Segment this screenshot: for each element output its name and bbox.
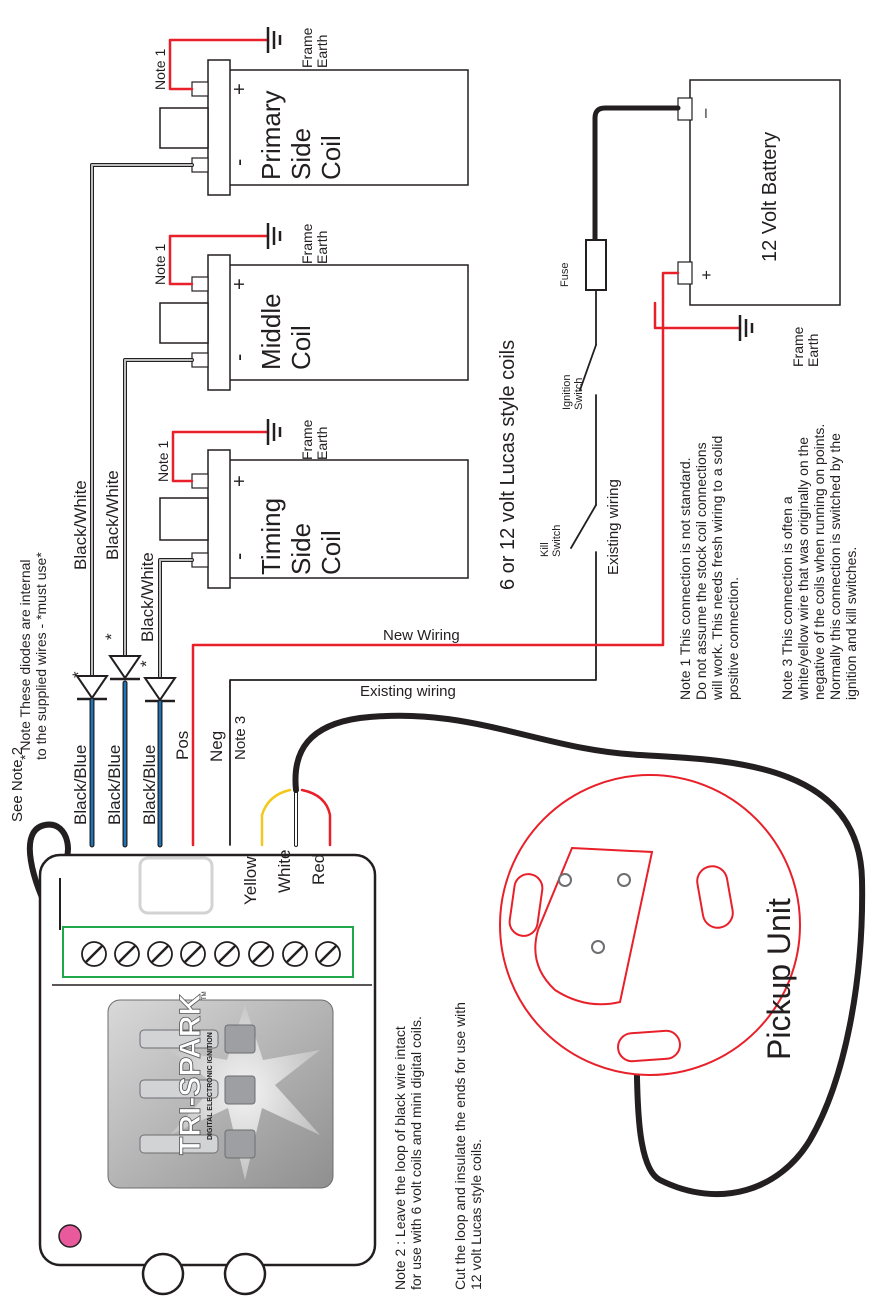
note1-text: Note 1 This connection is not standard.D…: [677, 436, 741, 701]
earth-symbol-1: [266, 27, 282, 53]
diodes: [75, 655, 177, 703]
pickup-cable: [260, 712, 866, 1197]
label-white: White: [275, 850, 294, 893]
new-wiring-red: [191, 271, 680, 847]
earth-symbol-3: [266, 419, 282, 445]
trispark-tagline: DIGITAL ELECTRONIC IGNITION: [207, 1032, 214, 1140]
see-note2: See Note 2: [9, 747, 26, 822]
mount-hole-1: [141, 1252, 185, 1296]
coil-wires: [90, 163, 194, 692]
label-black-white-1: Black/White: [71, 480, 90, 570]
label-yellow: Yellow: [241, 856, 260, 905]
battery-earth-label: FrameEarth: [790, 326, 821, 367]
diode-star-2: *: [102, 633, 121, 640]
switch-circuit: [229, 105, 681, 846]
coils-caption: 6 or 12 volt Lucas style coils: [497, 340, 519, 590]
terminal-screw-1: [81, 941, 107, 967]
terminal-screw-7: [282, 941, 308, 967]
timing-side-coil: + -: [159, 449, 469, 589]
trispark-tm: TM: [202, 991, 208, 1000]
label-black-blue-3: Black/Blue: [140, 745, 159, 825]
earth-symbol-4: [738, 315, 754, 341]
primary-note1: Note 1: [152, 49, 168, 90]
label-neg: Neg: [207, 731, 226, 762]
pickup-unit: [499, 774, 801, 1076]
note2b-text: Cut the loop and insulate the ends for u…: [452, 1002, 484, 1290]
timing-earth-label: FrameEarth: [299, 419, 330, 460]
middle-earth-label: FrameEarth: [299, 223, 330, 264]
primary-side-coil: + -: [159, 59, 469, 196]
middle-coil-plus: +: [229, 278, 251, 290]
black-blue-wires: [89, 680, 163, 848]
coil-earth-wiring: [168, 38, 742, 483]
fuse-label: Fuse: [559, 263, 571, 287]
terminal-screw-2: [114, 941, 140, 967]
terminal-screw-3: [147, 941, 173, 967]
middle-coil-label: MiddleCoil: [256, 293, 316, 370]
terminal-screw-6: [248, 941, 274, 967]
timing-coil-minus: -: [226, 553, 251, 560]
middle-note1: Note 1: [152, 244, 168, 285]
label-red: Red: [309, 854, 328, 885]
label-pos: Pos: [173, 731, 192, 760]
primary-coil-minus: -: [226, 159, 251, 166]
earth-symbols: [266, 27, 754, 445]
primary-coil-label: PrimarySideCoil: [256, 90, 346, 180]
earth-symbol-2: [266, 223, 282, 249]
diode-note: * Note These diodes are internalto the s…: [17, 552, 49, 760]
diode-2: [108, 655, 142, 681]
label-black-blue-1: Black/Blue: [71, 745, 90, 825]
battery-minus: –: [695, 108, 714, 118]
diode-3: [143, 677, 177, 703]
status-led: [58, 1224, 82, 1248]
primary-earth-label: FrameEarth: [299, 27, 330, 68]
wire-labels: Black/White Black/White Black/White Blac…: [9, 340, 519, 905]
fuse: [585, 239, 607, 291]
kill-switch-label: KillSwitch: [539, 525, 563, 557]
label-black-white-3: Black/White: [138, 552, 157, 642]
primary-coil-plus: +: [229, 83, 251, 95]
terminal-block: [81, 941, 341, 967]
terminal-screw-5: [214, 941, 240, 967]
new-wiring-label: New Wiring: [383, 627, 460, 644]
diode-star-1: *: [69, 671, 88, 678]
timing-coil-label: TimingSideCoil: [256, 498, 346, 575]
terminal-screw-4: [180, 941, 206, 967]
mount-hole-2: [223, 1252, 267, 1296]
diode-1: [75, 675, 109, 701]
pickup-unit-label: Pickup Unit: [761, 898, 797, 1060]
terminal-screw-8: [315, 941, 341, 967]
trispark-brand: TRI-SPARK: [174, 994, 207, 1155]
label-black-white-2: Black/White: [103, 470, 122, 560]
battery-plus: +: [697, 270, 716, 280]
label-black-blue-2: Black/Blue: [105, 745, 124, 825]
timing-coil-plus: +: [229, 475, 251, 487]
middle-coil-minus: -: [226, 354, 251, 361]
middle-coil: + -: [159, 254, 469, 391]
note3-text: Note 3 This connection is often awhite/y…: [779, 424, 859, 701]
diode-star-3: *: [137, 660, 156, 667]
note2a-text: Note 2 : Leave the loop of black wire in…: [392, 1016, 424, 1290]
existing-wiring-vertical: Existing wiring: [605, 479, 622, 575]
existing-wiring-label: Existing wiring: [360, 683, 456, 700]
trispark-unit: TRI-SPARK DIGITAL ELECTRONIC IGNITION TM: [26, 821, 377, 1296]
ignition-switch-label: IgnitionSwitch: [561, 375, 585, 410]
battery: 12 Volt Battery – +: [677, 79, 841, 306]
timing-note1: Note 1: [155, 441, 171, 482]
label-note3: Note 3: [232, 716, 249, 760]
battery-label: 12 Volt Battery: [759, 132, 781, 262]
